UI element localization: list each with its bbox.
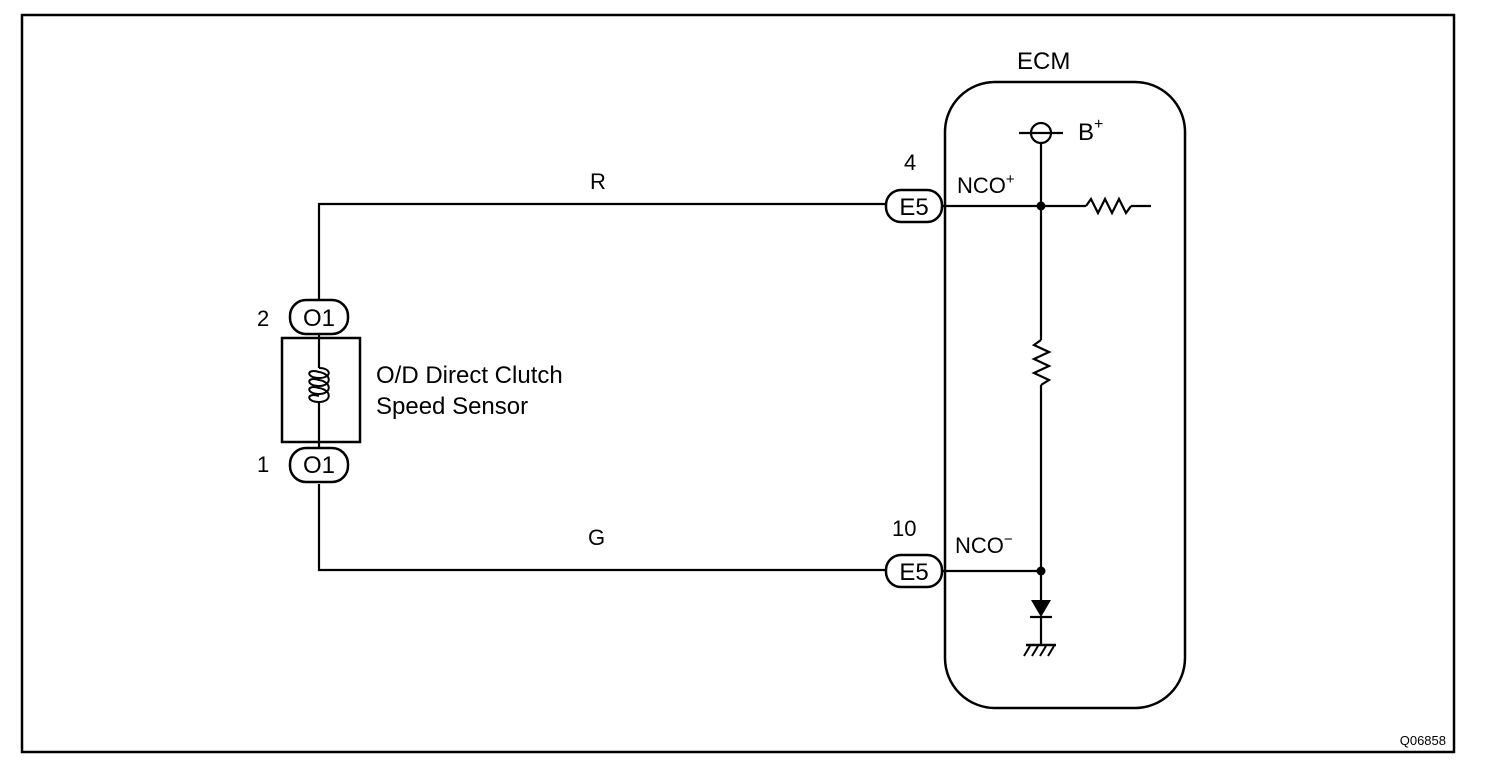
wire-color-r: R (590, 169, 606, 194)
wire-color-g: G (588, 525, 605, 550)
connector-e5-nco-plus-label: E5 (899, 194, 928, 221)
figure-code: Q06858 (1400, 733, 1446, 748)
series-resistor (1085, 196, 1132, 216)
sensor-name-line2: Speed Sensor (376, 393, 528, 420)
power-terminal (1019, 121, 1063, 145)
nco-plus-sup: + (1006, 171, 1015, 188)
ecm-title: ECM (1017, 48, 1070, 75)
pull-resistor (1031, 339, 1052, 386)
speed-sensor-body (280, 336, 362, 444)
power-label: B+ (1078, 116, 1103, 146)
pin-number-sensor-1: 1 (257, 452, 269, 477)
diode (1030, 600, 1052, 644)
nco-minus-label: NCO− (955, 531, 1013, 558)
wire-r (317, 202, 886, 300)
wire-g (317, 484, 886, 572)
nco-plus-label: NCO+ (957, 171, 1015, 198)
connector-o1-pin1-label: O1 (303, 452, 335, 479)
sensor-name-line1: O/D Direct Clutch (376, 362, 563, 389)
pin-number-nco-minus: 10 (892, 516, 916, 541)
ecm-box (943, 80, 1187, 710)
connector-e5-nco-minus-label: E5 (899, 559, 928, 586)
coil-icon (308, 367, 330, 404)
diagram-frame (20, 13, 1456, 754)
pin-number-sensor-2: 2 (257, 306, 269, 331)
ground-icon (1023, 643, 1056, 657)
pin-number-nco-plus: 4 (904, 150, 916, 175)
nco-minus-sup: − (1004, 531, 1013, 548)
connector-o1-pin2-label: O1 (303, 305, 335, 332)
power-sup: + (1094, 116, 1103, 133)
